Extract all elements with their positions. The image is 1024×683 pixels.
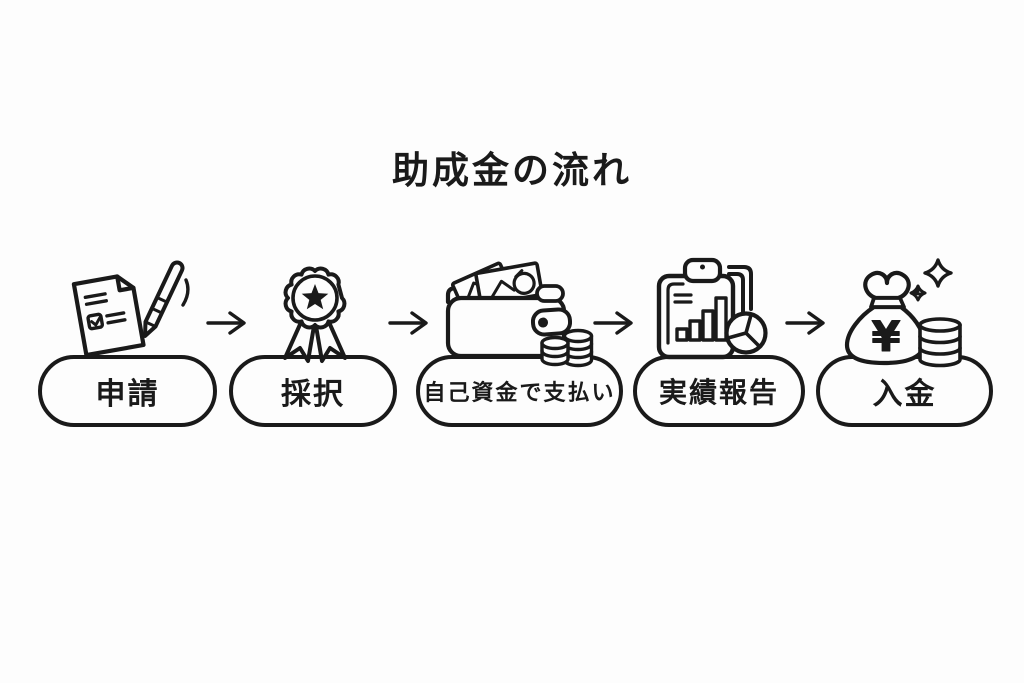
money-bag-coins-icon: ¥ bbox=[840, 255, 975, 370]
step-pill-self-funded-payment: 自己資金で支払い bbox=[416, 355, 623, 427]
step-label-deposit: 入金 bbox=[872, 378, 937, 411]
report-clipboard-charts-icon bbox=[645, 255, 780, 370]
application-document-pen-icon bbox=[62, 256, 192, 368]
step-pill-application: 申請 bbox=[38, 355, 217, 427]
step-pill-performance-report: 実績報告 bbox=[633, 355, 805, 427]
diagram-title: 助成金の流れ bbox=[392, 150, 632, 191]
arrow-right-icon bbox=[784, 308, 828, 338]
step-label-performance-report: 実績報告 bbox=[658, 377, 779, 408]
yen-symbol: ¥ bbox=[871, 312, 900, 361]
arrow-right-icon bbox=[205, 308, 249, 338]
step-label-self-funded-payment: 自己資金で支払い bbox=[423, 380, 616, 405]
step-pill-adoption: 採択 bbox=[229, 355, 397, 427]
step-label-application: 申請 bbox=[95, 378, 160, 411]
award-ribbon-icon bbox=[262, 254, 368, 364]
wallet-cash-coins-icon bbox=[440, 256, 610, 368]
step-label-adoption: 採択 bbox=[281, 378, 345, 411]
arrow-right-icon bbox=[592, 308, 636, 338]
arrow-right-icon bbox=[387, 308, 431, 338]
